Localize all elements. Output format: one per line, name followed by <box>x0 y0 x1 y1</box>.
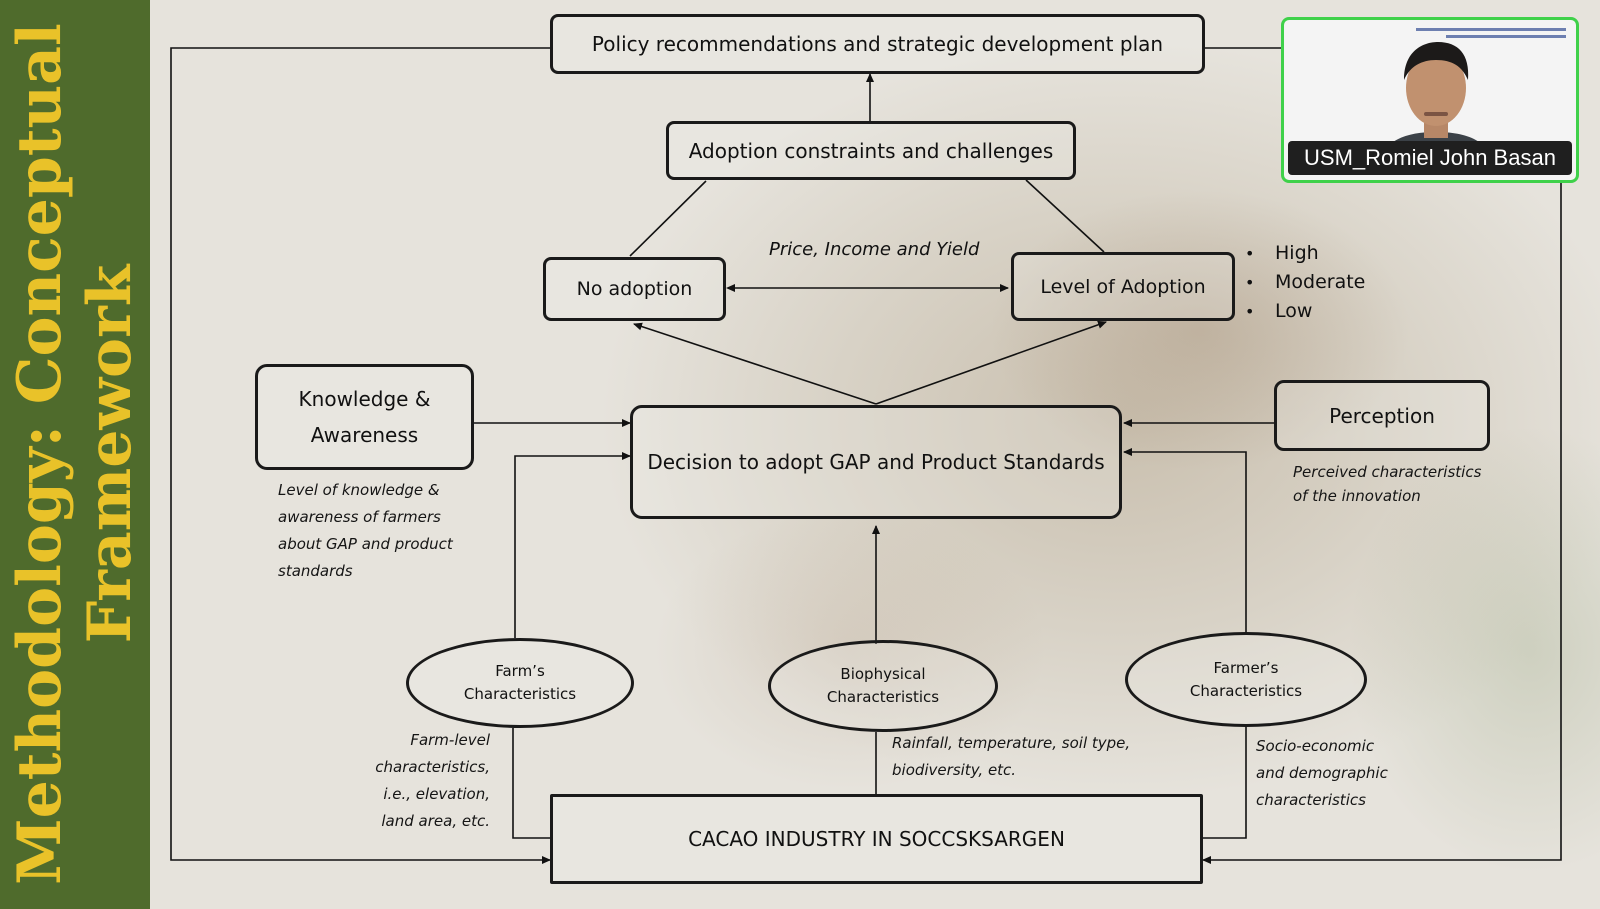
price-income-yield-label: Price, Income and Yield <box>769 239 980 260</box>
knowledge-note: Level of knowledge & awareness of farmer… <box>278 481 453 580</box>
perception-box: Perception <box>1274 380 1490 451</box>
biophysical-characteristics-ellipse: Biophysical Characteristics <box>768 640 998 732</box>
knowledge-label-line1: Knowledge & <box>298 387 431 411</box>
farm-note: Farm-level characteristics, i.e., elevat… <box>375 731 490 830</box>
no-adoption-label: No adoption <box>576 278 693 300</box>
participant-video-tile[interactable]: USM_Romiel John Basan <box>1281 17 1579 183</box>
connector-level-to-constraints <box>1025 179 1105 253</box>
policy-recommendations-box: Policy recommendations and strategic dev… <box>550 14 1205 74</box>
decision-label: Decision to adopt GAP and Product Standa… <box>647 450 1105 474</box>
bullet-icon: • <box>1245 244 1255 263</box>
cacao-industry-label: CACAO INDUSTRY IN SOCCSKSARGEN <box>688 827 1065 851</box>
perception-note: Perceived characteristics of the innovat… <box>1293 463 1482 505</box>
no-adoption-box: No adoption <box>543 257 726 321</box>
perception-label: Perception <box>1329 403 1435 428</box>
level-of-adoption-box: Level of Adoption <box>1011 252 1235 321</box>
farmer-note: Socio-economic and demographic character… <box>1256 737 1388 809</box>
adoption-level-high: • High <box>1245 239 1365 268</box>
connector-policy-left-loop <box>170 47 551 864</box>
cacao-industry-box: CACAO INDUSTRY IN SOCCSKSARGEN <box>550 794 1203 884</box>
adoption-level-low: • Low <box>1245 297 1365 326</box>
connector-farm-to-cacao <box>512 728 550 839</box>
farmer-characteristics-ellipse: Farmer’s Characteristics <box>1125 632 1367 727</box>
farm-characteristics-ellipse: Farm’s Characteristics <box>406 638 634 728</box>
connector-no-adoption-to-constraints <box>629 180 707 257</box>
adoption-constraints-box: Adoption constraints and challenges <box>666 121 1076 180</box>
connector-decision-to-no-adoption <box>633 322 877 405</box>
connector-decision-to-level <box>875 320 1107 405</box>
biophysical-note: Rainfall, temperature, soil type, biodiv… <box>892 734 1131 779</box>
constraints-label: Adoption constraints and challenges <box>688 138 1054 163</box>
adoption-level-moderate: • Moderate <box>1245 268 1365 297</box>
knowledge-label-line2: Awareness <box>310 423 419 447</box>
level-of-adoption-label: Level of Adoption <box>1040 275 1206 298</box>
policy-label: Policy recommendations and strategic dev… <box>591 32 1164 56</box>
knowledge-awareness-box: Knowledge & Awareness <box>255 364 474 470</box>
decision-box: Decision to adopt GAP and Product Standa… <box>630 405 1122 519</box>
participant-name: USM_Romiel John Basan <box>1304 145 1556 170</box>
adoption-levels-list: • High • Moderate • Low <box>1245 239 1365 326</box>
connector-farmer-to-cacao <box>1203 727 1247 839</box>
slide-sidebar: Methodology: Conceptual Framework <box>0 0 150 909</box>
participant-name-badge: USM_Romiel John Basan <box>1288 141 1572 175</box>
shared-slide-header <box>1416 28 1566 44</box>
bullet-icon: • <box>1245 302 1255 321</box>
connector-farm-to-decision <box>514 452 631 638</box>
connector-farmer-to-decision <box>1123 448 1247 632</box>
bullet-icon: • <box>1245 273 1255 292</box>
